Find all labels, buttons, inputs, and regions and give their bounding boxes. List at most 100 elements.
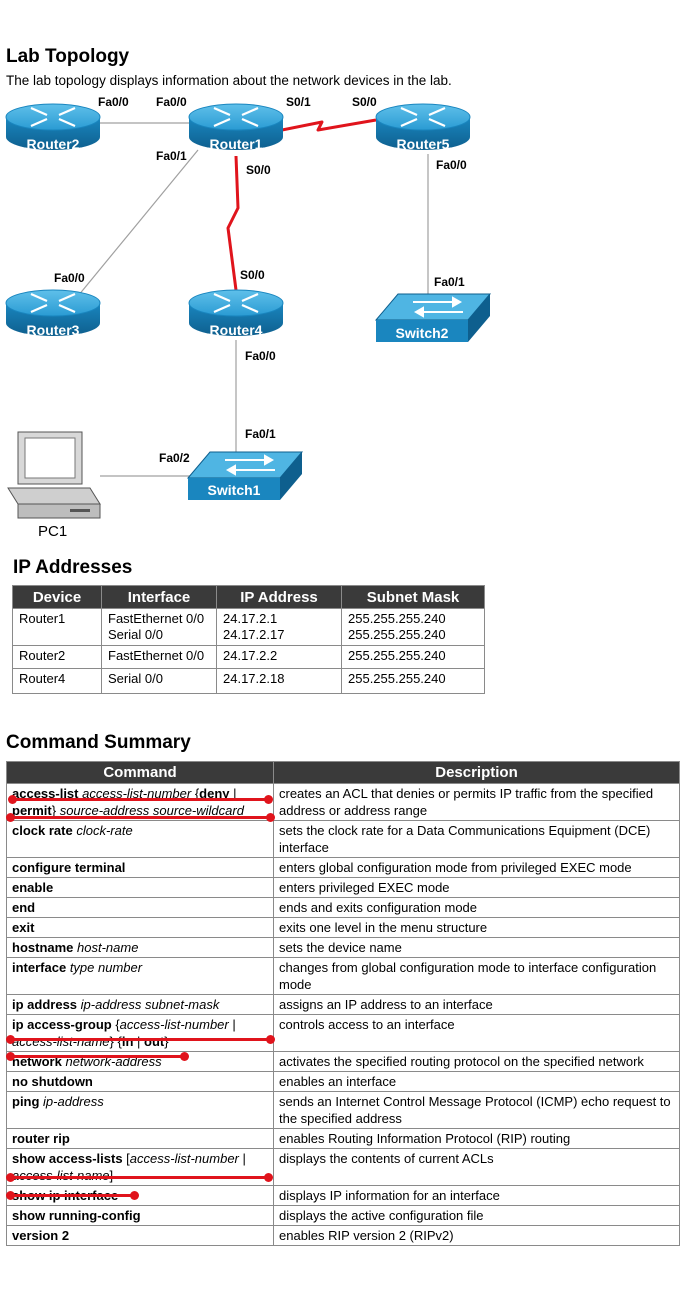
serial-link-r1-r4	[226, 155, 240, 291]
router2-icon	[5, 103, 101, 150]
device-cell: Router4	[12, 668, 102, 694]
red-dot	[6, 1191, 15, 1200]
pc1-label: PC1	[38, 523, 68, 540]
red-dot	[130, 1191, 139, 1200]
command-text: ]	[110, 1168, 114, 1183]
column-header: Interface	[101, 585, 217, 609]
port-label: Fa0/1	[245, 427, 276, 441]
red-dot	[266, 1035, 275, 1044]
command-text: ip access-group	[12, 1017, 116, 1032]
column-header: IP Address	[216, 585, 342, 609]
topology-diagram	[5, 103, 492, 519]
port-label: Fa0/0	[156, 95, 187, 109]
command-cell: show access-lists [access-list-number | …	[6, 1148, 274, 1186]
red-dot	[8, 795, 17, 804]
description-cell: controls access to an interface	[273, 1014, 680, 1052]
command-text: show access-lists	[12, 1151, 127, 1166]
router5-label: Router5	[396, 136, 450, 152]
command-text: ip address	[12, 997, 81, 1012]
command-text: [	[126, 1151, 130, 1166]
description-cell: enters privileged EXEC mode	[273, 877, 680, 898]
ip-value: 24.17.2.17	[223, 627, 285, 642]
switch2-label: Switch2	[395, 325, 449, 341]
command-text: version 2	[12, 1228, 70, 1243]
description-cell: enables Routing Information Protocol (RI…	[273, 1128, 680, 1149]
command-text: clock rate	[12, 823, 77, 838]
serial-link-r1-r5	[281, 118, 377, 132]
description-cell: enables an interface	[273, 1071, 680, 1092]
description-cell: creates an ACL that denies or permits IP…	[273, 783, 680, 821]
description-cell: sends an Internet Control Message Protoc…	[273, 1091, 680, 1129]
command-text: |	[228, 1017, 236, 1032]
table-row: access-list access-list-number {deny | p…	[6, 783, 680, 821]
red-dot	[6, 813, 15, 822]
command-cell: access-list access-list-number {deny | p…	[6, 783, 274, 821]
command-text: access-list	[12, 786, 83, 801]
command-summary-title: Command Summary	[6, 732, 191, 753]
interface-value: Serial 0/0	[108, 627, 163, 642]
router5-icon	[375, 103, 471, 150]
description-cell: sets the clock rate for a Data Communica…	[273, 820, 680, 858]
ip-address-table: Device Interface IP Address Subnet Mask …	[12, 585, 485, 694]
command-cell: ping ip-address	[6, 1091, 274, 1129]
red-dot	[264, 795, 273, 804]
port-label: S0/0	[246, 163, 271, 177]
command-cell: ip access-group {access-list-number | ac…	[6, 1014, 274, 1052]
port-label: Fa0/0	[436, 158, 467, 172]
port-label: Fa0/1	[156, 149, 187, 163]
description-cell: displays IP information for an interface	[273, 1185, 680, 1206]
command-cell: enable	[6, 877, 274, 898]
interface-cell: FastEthernet 0/0	[101, 645, 217, 669]
description-cell: enters global configuration mode from pr…	[273, 857, 680, 878]
command-cell: ip address ip-address subnet-mask	[6, 994, 274, 1015]
command-text: configure terminal	[12, 860, 126, 875]
switch1-label: Switch1	[207, 482, 261, 498]
description-cell: assigns an IP address to an interface	[273, 994, 680, 1015]
column-header: Subnet Mask	[341, 585, 485, 609]
command-cell: router rip	[6, 1128, 274, 1149]
command-text: hostname	[12, 940, 78, 955]
command-text: access-list-number	[119, 1017, 229, 1032]
ip-value: 24.17.2.1	[223, 611, 278, 626]
command-cell: configure terminal	[6, 857, 274, 878]
command-text: access-list-name	[12, 1168, 110, 1183]
command-text: ip-address	[43, 1094, 104, 1109]
command-text: permit	[12, 803, 52, 818]
command-text: access-list-number	[129, 1151, 239, 1166]
router4-icon	[188, 289, 284, 336]
port-label: Fa0/0	[245, 349, 276, 363]
mask-value: 255.255.255.240	[348, 627, 446, 642]
command-cell: show running-config	[6, 1205, 274, 1226]
router3-label: Router3	[26, 322, 80, 338]
ip-addresses-title: IP Addresses	[13, 557, 133, 578]
command-text: type number	[69, 960, 143, 975]
table-row: Router4 Serial 0/0 24.17.2.18 255.255.25…	[12, 668, 485, 694]
port-label: Fa0/0	[98, 95, 129, 109]
red-underline	[10, 1194, 136, 1197]
command-text: |	[238, 1151, 246, 1166]
lab-topology-description: The lab topology displays information ab…	[6, 73, 452, 88]
command-text: router rip	[12, 1131, 70, 1146]
command-text: in	[121, 1034, 134, 1049]
router2-label: Router2	[26, 136, 80, 152]
ip-cell: 24.17.2.18	[216, 668, 342, 694]
ip-table-header: Device Interface IP Address Subnet Mask	[12, 585, 485, 609]
column-header: Description	[273, 761, 680, 784]
red-underline	[10, 1176, 268, 1179]
red-dot	[6, 1035, 15, 1044]
table-row: configure terminal enters global configur…	[6, 857, 680, 878]
command-text: clock-rate	[76, 823, 133, 838]
red-underline	[10, 816, 272, 819]
red-underline	[10, 1055, 186, 1058]
red-underline	[12, 798, 268, 801]
ip-cell: 24.17.2.2	[216, 645, 342, 669]
switch1-icon	[186, 451, 304, 500]
command-text: show running-config	[12, 1208, 141, 1223]
table-row: clock rate clock-rate sets the clock rate…	[6, 820, 680, 858]
